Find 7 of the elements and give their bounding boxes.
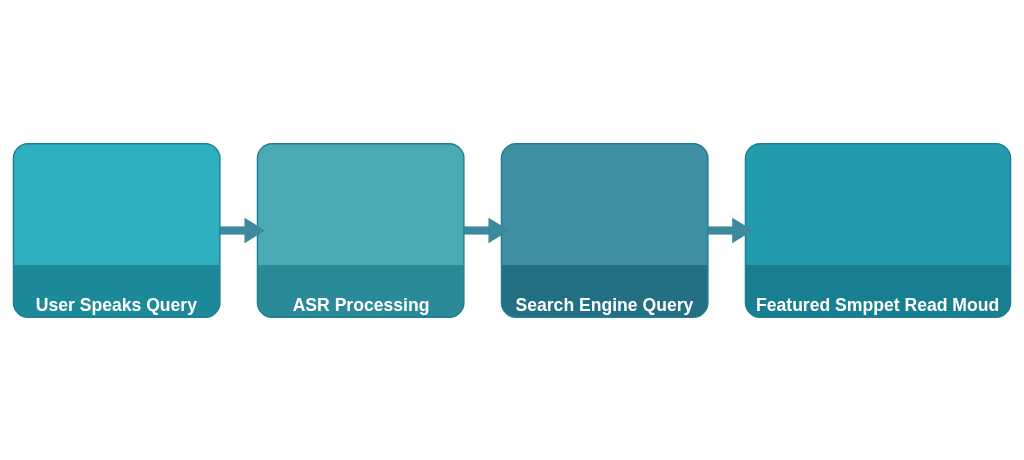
node-box: Search Engine Query	[500, 142, 709, 318]
node-box: ASR Processing	[256, 142, 465, 318]
arrow	[219, 217, 266, 243]
node-box: User Speaks Query	[12, 142, 221, 318]
arrow	[463, 217, 510, 243]
node-box: Featured Smppet Read Moud	[744, 142, 1012, 318]
arrow	[707, 217, 753, 243]
